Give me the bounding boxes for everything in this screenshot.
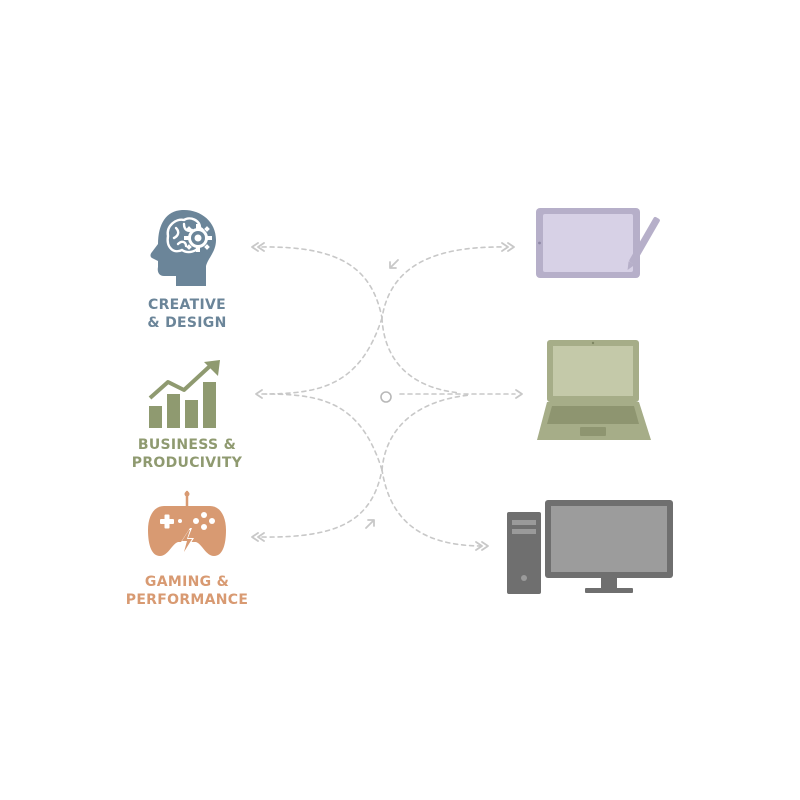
arrow-right-laptop xyxy=(515,389,523,399)
connector-lower-cross xyxy=(381,394,471,471)
tablet-stylus-icon xyxy=(536,208,660,278)
category-label-line: CREATIVE xyxy=(148,297,226,313)
arrow-right-desktop xyxy=(475,541,489,551)
arrow-left-business xyxy=(255,389,263,399)
connector-creative-tablet xyxy=(261,246,506,319)
head-gears-icon xyxy=(150,209,216,286)
category-label-gaming: GAMING & PERFORMANCE xyxy=(126,573,248,609)
category-label-line: GAMING & xyxy=(144,574,230,590)
category-label-line: PRODUCIVITY xyxy=(131,455,243,471)
category-label-creative: CREATIVE & DESIGN xyxy=(147,296,226,332)
growth-chart-icon xyxy=(148,360,220,428)
category-label-line: PERFORMANCE xyxy=(125,592,249,608)
gamepad-icon xyxy=(148,490,226,556)
gear-icon xyxy=(184,224,212,252)
desktop-pc-icon xyxy=(507,500,673,594)
arrow-right-tablet xyxy=(501,242,515,252)
category-label-line: & DESIGN xyxy=(147,315,227,331)
category-label-business: BUSINESS & PRODUCIVITY xyxy=(132,436,242,472)
connector-business-laptop xyxy=(261,317,383,471)
center-node xyxy=(380,391,392,403)
laptop-icon xyxy=(537,340,651,440)
connector-gaming-desktop xyxy=(261,469,481,547)
arrow-left-creative xyxy=(251,242,265,252)
arrow-left-gaming xyxy=(251,532,265,542)
connector-upper-cross xyxy=(381,317,461,394)
category-label-line: BUSINESS & xyxy=(137,437,237,453)
arrow-inner-bottom xyxy=(365,519,375,529)
arrow-inner-top xyxy=(389,259,399,269)
